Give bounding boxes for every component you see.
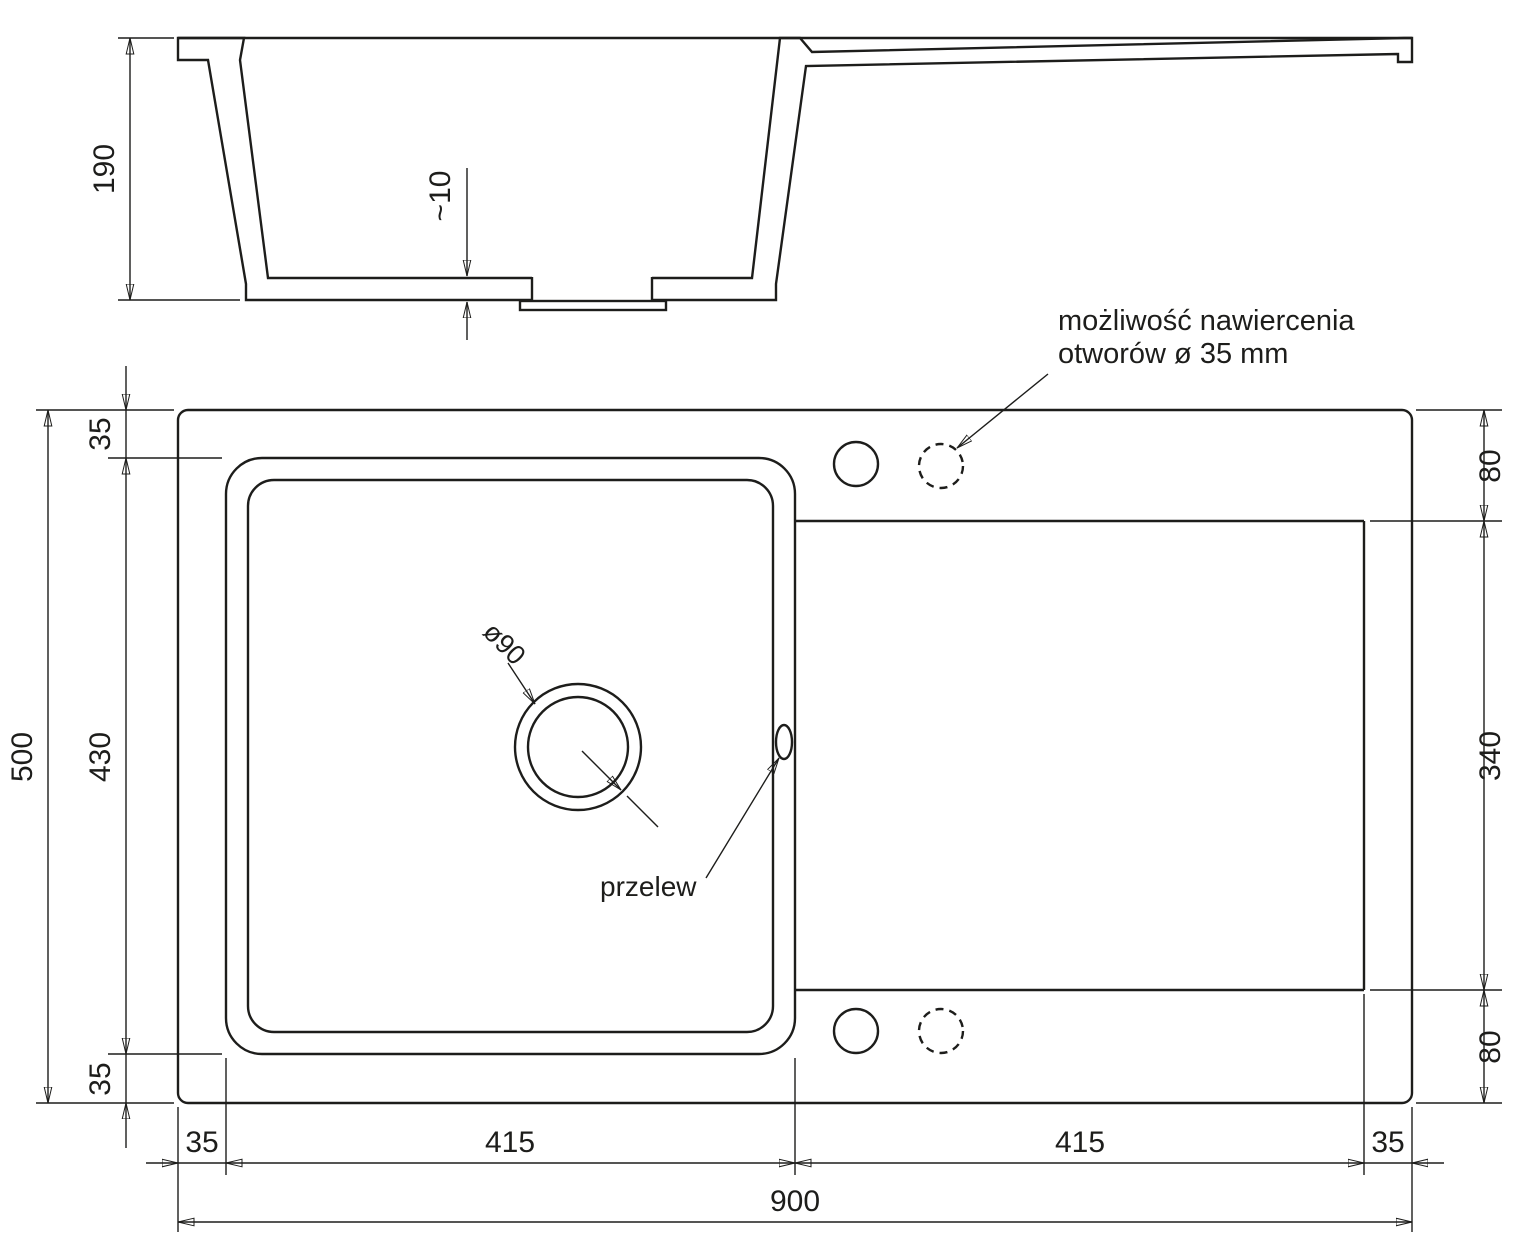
drain-hole-outer [513, 682, 643, 812]
faucet-hole-top [832, 440, 880, 488]
drain-diameter-label: ø90 [477, 617, 531, 671]
dim-basin-height: 430 [84, 732, 117, 782]
dim-drainer-offset-top: 80 [1474, 449, 1507, 482]
section-view: 190 ~10 [88, 36, 1414, 340]
dim-depth: 190 [88, 144, 121, 194]
section-cut-profile [176, 36, 1414, 302]
plan-dimensions: 500 35 430 35 80 340 80 35 [6, 366, 1507, 1232]
optional-hole-bottom [917, 1007, 965, 1055]
dim-margin-bottom: 35 [84, 1062, 117, 1095]
drain-flange [518, 299, 668, 312]
dim-margin-left: 35 [185, 1126, 218, 1159]
overflow-slot [774, 723, 794, 761]
basin-rim-outer [224, 456, 797, 1056]
drain-diameter-leader-1 [507, 662, 536, 705]
drill-note-leader [956, 373, 1049, 449]
dim-drainer-width: 415 [1055, 1126, 1105, 1159]
dim-total-height: 500 [6, 732, 39, 782]
drill-note-line2: otworów ø 35 mm [1058, 338, 1288, 370]
dim-margin-right: 35 [1371, 1126, 1404, 1159]
dim-basin-width: 415 [485, 1126, 535, 1159]
faucet-hole-bottom [832, 1007, 880, 1055]
dim-margin-top: 35 [84, 417, 117, 450]
dim-total-width: 900 [770, 1185, 820, 1218]
dim-drainer-height: 340 [1474, 731, 1507, 781]
overflow-leader [705, 757, 780, 879]
optional-hole-top [917, 442, 965, 490]
drain-hole-inner [526, 695, 630, 799]
drain-opening-gap [532, 276, 652, 302]
dim-drainer-offset-bottom: 80 [1474, 1030, 1507, 1063]
plan-view: możliwość nawiercenia otworów ø 35 mm ø9… [176, 305, 1414, 1105]
drain-diameter-leader-2-ext [626, 795, 659, 828]
overflow-label: przelew [600, 871, 697, 902]
drain-diameter-leader-2 [581, 750, 622, 791]
drill-note-line1: możliwość nawiercenia [1058, 305, 1355, 337]
basin-rim-inner [246, 478, 775, 1034]
dim-bottom-thickness: ~10 [424, 171, 457, 222]
